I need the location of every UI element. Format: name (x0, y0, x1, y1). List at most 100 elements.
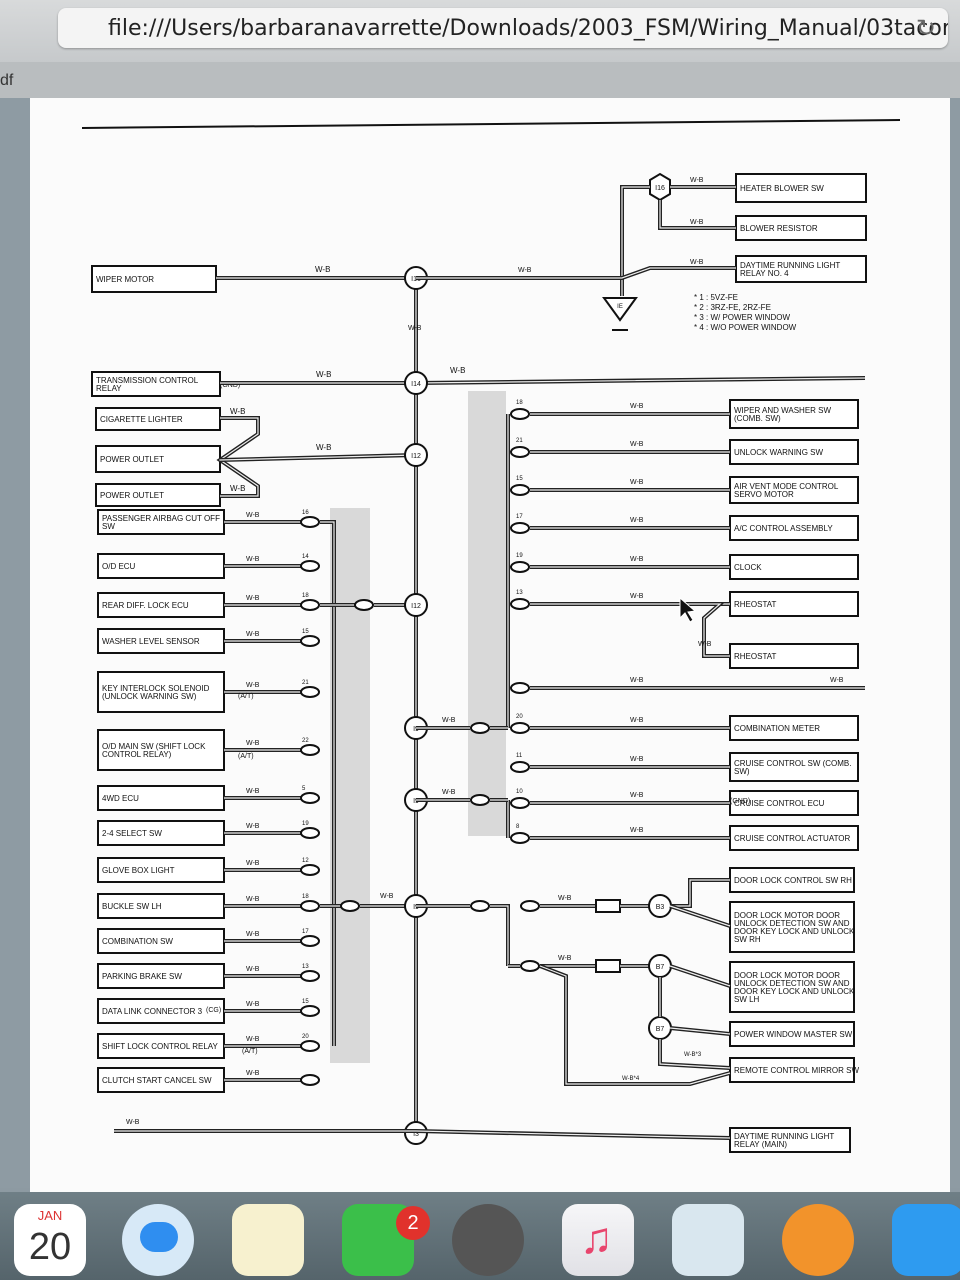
itunes-icon[interactable]: ♫ (562, 1204, 634, 1276)
wire-code: W-B (246, 595, 260, 602)
wire-code: W-B (246, 823, 260, 830)
ground-point-box (729, 439, 859, 465)
ibooks-icon[interactable] (782, 1204, 854, 1276)
wire (219, 454, 417, 461)
ground-point-box-text: SERVO MOTOR (734, 490, 794, 499)
door-lock-motor-lh-box (729, 961, 855, 1013)
wire-code: W-B (246, 1036, 260, 1043)
tab-label[interactable]: df (0, 72, 14, 89)
ground-point-box-text: COMBINATION SW (102, 937, 173, 946)
ground-point-box (97, 553, 225, 579)
ground-point-box (729, 554, 859, 580)
connector-pin (300, 827, 320, 839)
rheostat-box (729, 643, 859, 669)
ground-point-box (97, 671, 225, 713)
door-lock-motor-rh-box-text: DOOR LOCK MOTOR DOOR (734, 911, 840, 920)
browser-toolbar: file:///Users/barbaranavarrette/Download… (0, 0, 960, 62)
ground-point-box-text: CRUISE CONTROL ACTUATOR (734, 834, 851, 843)
wire-code: W-B (246, 512, 260, 519)
gnd-label: (GND) (220, 382, 240, 389)
ground-point-box-text: DATA LINK CONNECTOR 3 (102, 1007, 203, 1016)
connector-pin (510, 797, 530, 809)
wire-code: W-B (690, 219, 704, 226)
door-lock-motor-rh-box-text: SW RH (734, 935, 761, 944)
reload-icon[interactable]: ↻ (915, 15, 936, 42)
door-lock-motor-rh-box-text: UNLOCK DETECTION SW AND (734, 919, 850, 928)
wire-code: W-B (558, 895, 572, 902)
pin-number: 12 (302, 858, 309, 864)
ground-point-box-text: SW) (734, 767, 750, 776)
wire-code: W-B (246, 931, 260, 938)
wire-code: W-B (408, 325, 422, 332)
ground-point-box (97, 1033, 225, 1059)
pin-number: 13 (302, 964, 309, 970)
junction-connector-text: I12 (411, 453, 421, 460)
wire-code: W-B (630, 756, 644, 763)
calendar-month: JAN (37, 1208, 63, 1223)
wire-code: W-B*4 (622, 1076, 640, 1082)
ground-point-box-text: COMBINATION METER (734, 724, 820, 733)
connector-pin (510, 598, 530, 610)
messages-icon[interactable] (122, 1204, 194, 1276)
door-lock-motor-lh-box-text: DOOR LOCK MOTOR DOOR (734, 971, 840, 980)
wire-code: W-B (126, 1119, 140, 1126)
transmission-control-relay-box (91, 371, 221, 397)
pin-number: 10 (516, 789, 523, 795)
wire-code: W-B (690, 259, 704, 266)
daytime-running-light-relay-no4-box (735, 255, 867, 283)
connector-pin (300, 970, 320, 982)
connector-junction (595, 899, 621, 913)
pin-number: 18 (302, 593, 309, 599)
daytime-running-light-relay-no4-box-text: DAYTIME RUNNING LIGHT (740, 261, 840, 270)
wire-code: W-B (246, 740, 260, 747)
calendar-icon[interactable]: JAN 20 (14, 1204, 86, 1276)
pin-number: 18 (516, 400, 523, 406)
pin-number: 16 (302, 510, 309, 516)
cigarette-lighter-box-text: CIGARETTE LIGHTER (100, 415, 183, 424)
ground-point-box-text: A/C CONTROL ASSEMBLY (734, 524, 833, 533)
pin-number: 14 (302, 554, 309, 560)
heater-blower-sw-box-text: HEATER BLOWER SW (740, 184, 824, 193)
preview-icon[interactable] (672, 1204, 744, 1276)
door-lock-motor-rh-box (729, 901, 855, 953)
facetime-badge: 2 (396, 1206, 430, 1240)
connector-pin (354, 599, 374, 611)
system-preferences-icon[interactable] (452, 1204, 524, 1276)
connector-pin (300, 935, 320, 947)
wire (416, 267, 736, 279)
address-bar[interactable]: file:///Users/barbaranavarrette/Download… (58, 8, 948, 48)
pin-number: 15 (302, 629, 309, 635)
power-window-master-sw-box (729, 1021, 855, 1047)
daytime-running-light-relay-main-box-text: RELAY (MAIN) (734, 1140, 787, 1149)
wire (416, 266, 736, 280)
notes-icon[interactable] (232, 1204, 304, 1276)
wire-code: W-B (442, 717, 456, 724)
junction-connector-text: I3 (413, 1131, 419, 1138)
connector-pin (510, 722, 530, 734)
pin-number: 8 (516, 824, 520, 830)
connector-pin (300, 744, 320, 756)
mouse-cursor-icon (679, 596, 697, 623)
wire (320, 521, 335, 1046)
wire-code: W-B (316, 443, 331, 452)
wire-code: W-B (630, 792, 644, 799)
ground-point-box-text: SW (102, 522, 115, 531)
wire-code: W-B (630, 593, 644, 600)
pin-number: 15 (516, 476, 523, 482)
connector-pin (470, 900, 490, 912)
wire (659, 200, 736, 229)
ground-point-box-text: REAR DIFF. LOCK ECU (102, 601, 189, 610)
door-lock-junction-text: B7 (656, 964, 665, 971)
connector-band-right (468, 391, 506, 836)
connector-pin (510, 561, 530, 573)
wire-code: W-B (630, 677, 644, 684)
wire (669, 965, 731, 987)
junction-connector (404, 593, 428, 617)
wire-code: W-B (442, 789, 456, 796)
daytime-running-light-relay-main-box (729, 1127, 851, 1153)
app-store-icon[interactable] (892, 1204, 960, 1276)
at-label: (A/T) (238, 753, 254, 760)
ground-point-box-text: CRUISE CONTROL SW (COMB. (734, 759, 851, 768)
